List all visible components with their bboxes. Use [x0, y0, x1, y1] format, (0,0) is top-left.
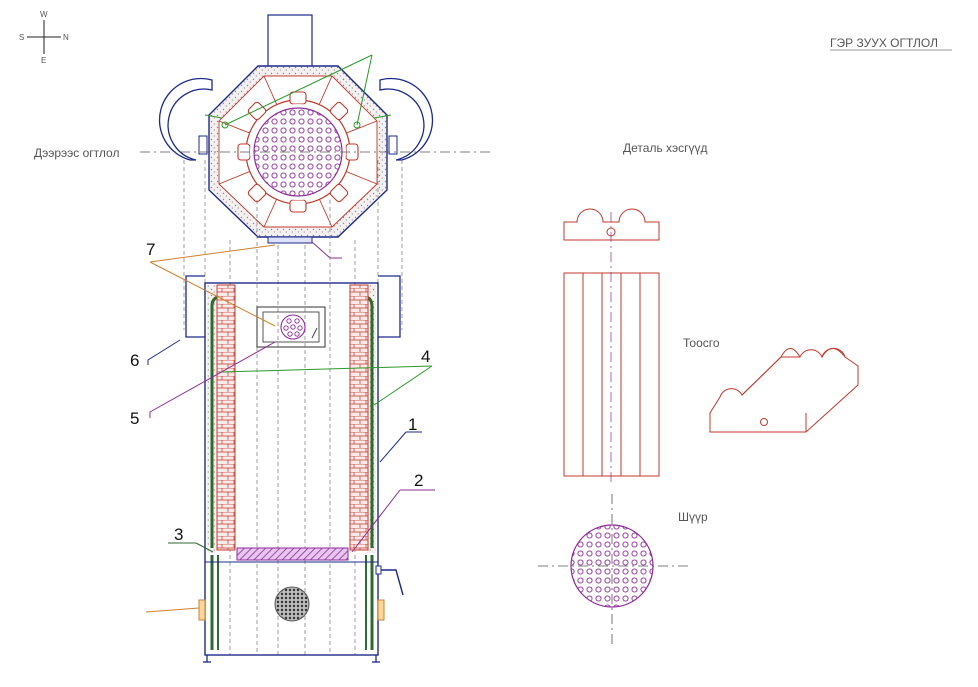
callout-3: 3: [168, 525, 214, 553]
callout-5-number: 5: [130, 409, 139, 428]
drawing-title: ГЭР ЗУУХ ОГТЛОЛ: [830, 36, 938, 50]
callout-4: 4: [221, 347, 433, 406]
callout-1-number: 1: [408, 415, 417, 434]
top-view-section: [158, 14, 434, 259]
grate-detail: [538, 494, 692, 645]
compass-north: N: [63, 33, 69, 42]
brick-isometric: [709, 348, 859, 433]
brick-elevation: [563, 272, 660, 477]
callout-3-number: 3: [174, 525, 183, 544]
callout-1: 1: [379, 415, 422, 463]
callout-5: 5: [130, 341, 276, 428]
grate-label: Шүүр: [678, 510, 708, 524]
top-view-label: Дээрээс огтлол: [34, 146, 119, 160]
callout-unnumbered: [145, 607, 200, 613]
callout-2-number: 2: [414, 471, 423, 490]
compass-east: E: [41, 56, 46, 65]
callout-6-number: 6: [130, 351, 139, 370]
brick-top-profile: [563, 208, 660, 241]
compass-south: S: [19, 33, 24, 42]
callout-7-number: 7: [146, 240, 155, 259]
details-label: Деталь хэсгүүд: [623, 141, 708, 155]
compass: W S N E: [19, 10, 69, 65]
compass-west: W: [40, 10, 48, 19]
brick-label: Тоосго: [683, 336, 720, 350]
callout-6: 6: [130, 339, 181, 370]
front-section: [185, 275, 404, 663]
callout-7: 7: [146, 240, 276, 327]
callout-2: 2: [351, 471, 435, 553]
grate-gear: [237, 91, 359, 213]
callout-4-number: 4: [421, 347, 430, 366]
